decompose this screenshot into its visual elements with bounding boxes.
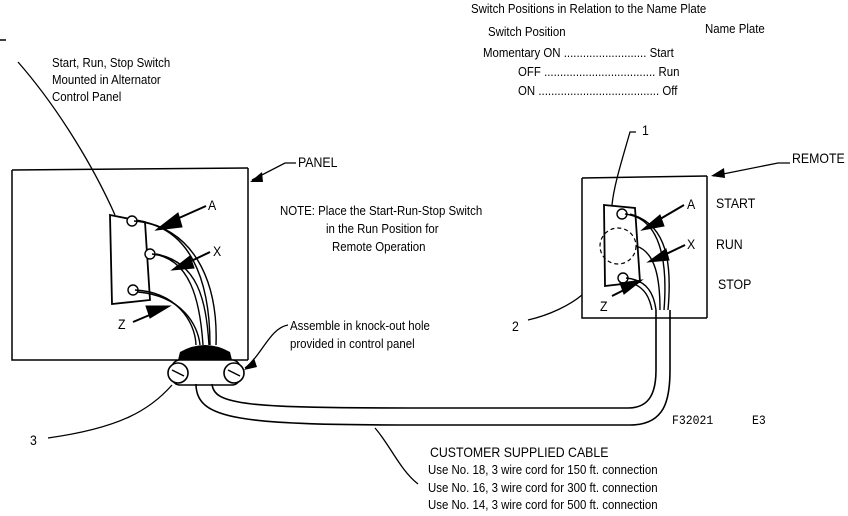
- panel-arrowhead: [250, 172, 263, 182]
- remote-terminal-a: A: [687, 196, 696, 212]
- knockout-callout-line1: Assemble in knock-out hole: [290, 318, 430, 333]
- control-panel: [11, 167, 249, 361]
- cable-line-1: Use No. 18, 3 wire cord for 150 ft. conn…: [428, 462, 658, 477]
- switch-callout-line2: Mounted in Alternator: [52, 72, 161, 87]
- figure-id: F32021: [672, 413, 714, 428]
- table-col-position: Switch Position: [488, 24, 566, 39]
- callout-number-3: 3: [30, 432, 37, 448]
- panel-label: PANEL: [298, 154, 338, 170]
- remote-box: [581, 175, 708, 319]
- switch-callout-line3: Control Panel: [52, 89, 122, 104]
- remote-terminal-z: Z: [600, 298, 608, 314]
- panel-switch: [109, 213, 217, 346]
- table-row: ON .....................................…: [518, 83, 678, 98]
- remote-terminal-x: X: [687, 236, 696, 252]
- table-row: OFF ................................... …: [518, 64, 680, 79]
- figure-code: E3: [752, 413, 766, 428]
- table-row: Momentary ON .......................... …: [483, 45, 674, 60]
- remote-position-run: RUN: [716, 236, 743, 252]
- knockout-callout-line2: provided in control panel: [290, 336, 415, 351]
- cable-title: CUSTOMER SUPPLIED CABLE: [430, 444, 609, 460]
- remote-position-start: START: [716, 195, 756, 211]
- callout-number-1: 1: [642, 122, 649, 138]
- panel-terminal-x: X: [213, 243, 222, 259]
- note-line3: Remote Operation: [332, 239, 426, 254]
- knockout-arrowhead: [244, 358, 257, 370]
- cable-line-3: Use No. 14, 3 wire cord for 500 ft. conn…: [428, 497, 658, 512]
- remote-label: REMOTE: [792, 150, 845, 166]
- note-line2: in the Run Position for: [326, 221, 439, 236]
- panel-terminal-z: Z: [118, 316, 126, 332]
- remote-position-stop: STOP: [718, 276, 752, 292]
- note-line1: NOTE: Place the Start-Run-Stop Switch: [280, 203, 483, 218]
- remote-arrowhead: [711, 168, 725, 178]
- switch-callout-line1: Start, Run, Stop Switch: [52, 55, 171, 70]
- table-title: Switch Positions in Relation to the Name…: [471, 1, 707, 16]
- cable-line-2: Use No. 16, 3 wire cord for 300 ft. conn…: [428, 480, 658, 495]
- table-col-plate: Name Plate: [705, 21, 765, 36]
- callout-number-2: 2: [512, 318, 519, 334]
- knockout-fitting: [167, 345, 245, 386]
- customer-cable: [195, 310, 671, 426]
- terminal-arrows: [132, 204, 686, 323]
- remote-switch: [599, 204, 670, 311]
- panel-terminal-a: A: [208, 197, 217, 213]
